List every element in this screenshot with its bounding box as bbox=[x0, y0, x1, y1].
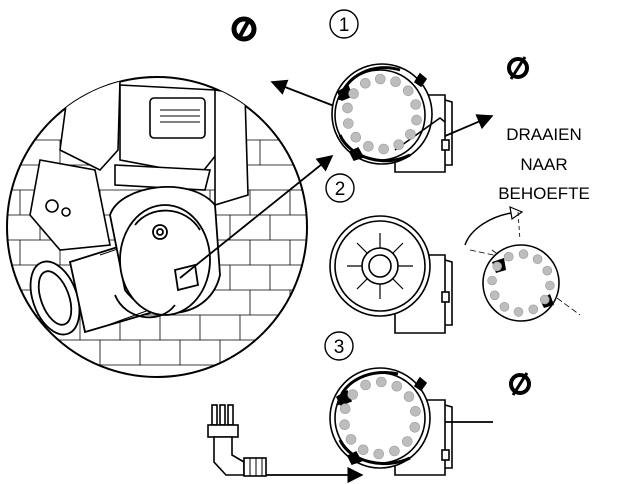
wall-unit-detail bbox=[6, 76, 308, 378]
rotate-label-line-2: NAAR bbox=[520, 155, 567, 174]
retaining-ball bbox=[347, 389, 359, 400]
elbow-flue bbox=[29, 185, 221, 336]
retaining-ball bbox=[499, 301, 510, 312]
prohibition-icon bbox=[231, 16, 257, 42]
boiler-housing bbox=[29, 77, 249, 251]
retaining-ball bbox=[345, 434, 357, 445]
slashed-circle-icon bbox=[509, 372, 531, 396]
retaining-ball bbox=[409, 421, 421, 433]
retaining-ball bbox=[405, 129, 416, 140]
retaining-ball bbox=[487, 275, 497, 286]
step-3-marker: 3 bbox=[324, 331, 354, 361]
retaining-ball bbox=[539, 294, 550, 305]
retaining-ball bbox=[357, 444, 369, 456]
retaining-ball bbox=[342, 102, 353, 114]
retaining-balls bbox=[339, 73, 555, 460]
retaining-ball bbox=[410, 405, 421, 417]
retaining-ball bbox=[513, 307, 524, 317]
slashed-circle-icon bbox=[507, 56, 529, 80]
step-1-marker: 1 bbox=[329, 9, 359, 39]
retaining-ball bbox=[489, 290, 500, 301]
retaining-ball bbox=[348, 88, 359, 99]
retaining-ball bbox=[492, 261, 503, 272]
retaining-ball bbox=[542, 265, 553, 276]
retaining-ball bbox=[401, 436, 413, 447]
arrow-out-right bbox=[437, 114, 494, 140]
retaining-ball bbox=[403, 391, 415, 402]
retaining-ball bbox=[503, 251, 514, 262]
retaining-ball bbox=[350, 131, 362, 143]
retaining-ball bbox=[373, 448, 385, 460]
retaining-ball bbox=[402, 85, 414, 97]
rotation-detail bbox=[464, 206, 581, 322]
retaining-ball bbox=[389, 445, 400, 457]
retaining-ball bbox=[339, 419, 350, 431]
step-2-number: 2 bbox=[335, 179, 346, 200]
retaining-ball bbox=[360, 379, 371, 391]
retaining-ball bbox=[545, 280, 555, 291]
retaining-ball bbox=[378, 143, 390, 155]
retaining-ball bbox=[363, 141, 374, 152]
plug-connector bbox=[207, 404, 267, 477]
retaining-ball bbox=[359, 78, 371, 89]
rotate-label-line-1: DRAAIEN bbox=[506, 125, 582, 144]
retaining-ball bbox=[393, 139, 405, 150]
retaining-ball bbox=[532, 254, 543, 265]
arrow-detail-to-step bbox=[179, 154, 334, 279]
retaining-ball bbox=[374, 73, 386, 85]
step-3-number: 3 bbox=[334, 337, 345, 358]
retaining-ball bbox=[391, 380, 403, 392]
retaining-ball bbox=[410, 99, 422, 110]
rotate-label: DRAAIEN NAAR BEHOEFTE bbox=[498, 125, 590, 203]
rotation-arc bbox=[464, 211, 519, 246]
retaining-ball bbox=[390, 76, 401, 87]
retaining-ball bbox=[339, 403, 351, 415]
retaining-ball bbox=[518, 249, 529, 259]
step-2-marker: 2 bbox=[325, 173, 355, 203]
retaining-ball bbox=[411, 114, 422, 126]
retaining-ball bbox=[375, 376, 387, 388]
step-1-number: 1 bbox=[339, 15, 350, 36]
rotate-label-line-3: BEHOEFTE bbox=[498, 184, 590, 203]
retaining-ball bbox=[528, 304, 539, 315]
retaining-ball bbox=[342, 118, 354, 129]
step-2-assembly bbox=[329, 215, 453, 334]
